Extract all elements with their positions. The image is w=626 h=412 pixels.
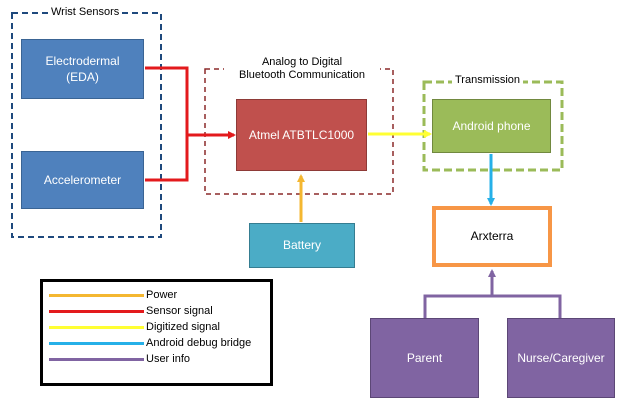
- accelerometer-node: Accelerometer: [21, 151, 144, 209]
- legend-item-digitized-signal: Digitized signal: [43, 320, 270, 334]
- transmission-group: [422, 80, 564, 172]
- eda-node: Electrodermal (EDA): [21, 39, 144, 99]
- battery-node: Battery: [249, 223, 355, 268]
- analog-digital-label: Analog to Digital Bluetooth Communicatio…: [224, 56, 380, 82]
- nurse-node: Nurse/Caregiver: [507, 318, 615, 398]
- legend-label: User info: [146, 353, 191, 365]
- legend-item-power: Power: [43, 288, 270, 302]
- parent-node: Parent: [370, 318, 479, 398]
- legend-swatch: [49, 342, 144, 345]
- user-info-line: [423, 294, 562, 318]
- legend: Power Sensor signal Digitized signal And…: [40, 279, 273, 386]
- android-phone-node: Android phone: [432, 99, 551, 153]
- wrist-sensors-label: Wrist Sensors: [48, 6, 123, 19]
- sensor-signal-arrow-accel: [145, 135, 189, 182]
- transmission-label: Transmission: [452, 74, 523, 87]
- legend-swatch: [49, 294, 144, 297]
- legend-label: Android debug bridge: [146, 337, 252, 349]
- sensor-signal-arrow-eda: [145, 66, 236, 139]
- legend-swatch: [49, 326, 144, 329]
- arxterra-node: Arxterra: [432, 206, 552, 267]
- legend-label: Digitized signal: [146, 321, 220, 333]
- legend-label: Power: [146, 289, 178, 301]
- legend-item-sensor-signal: Sensor signal: [43, 304, 270, 318]
- legend-item-user-info: User info: [43, 352, 270, 366]
- legend-item-adb: Android debug bridge: [43, 336, 270, 350]
- legend-swatch: [49, 310, 144, 313]
- atmel-node: Atmel ATBTLC1000: [236, 99, 367, 171]
- legend-swatch: [49, 358, 144, 361]
- legend-label: Sensor signal: [146, 305, 213, 317]
